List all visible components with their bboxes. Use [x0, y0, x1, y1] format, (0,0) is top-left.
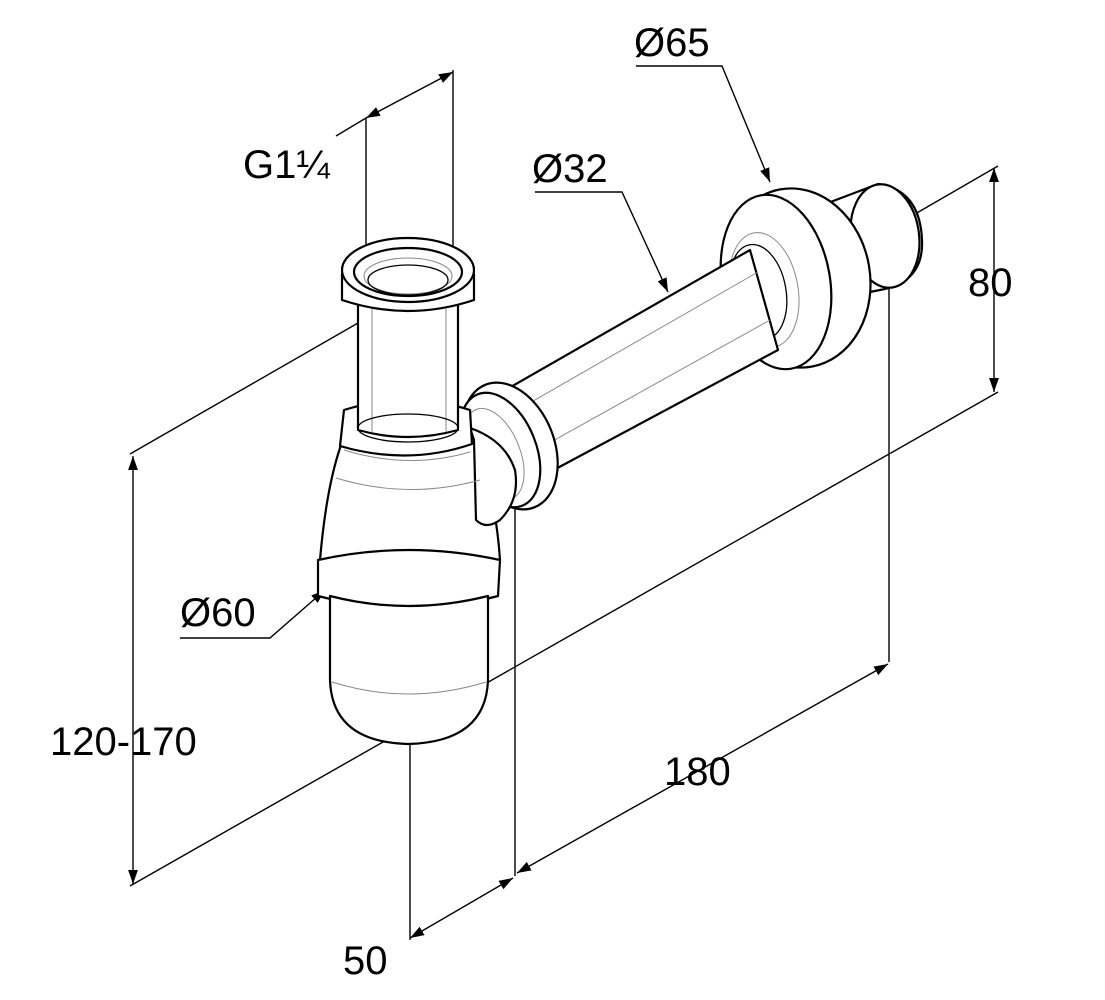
trap-body — [316, 398, 518, 746]
wall-height-label: 80 — [968, 261, 1013, 305]
inlet-thread-dimension-line — [365, 71, 454, 119]
inlet-tube — [356, 298, 460, 443]
rosette-diameter-label: Ø65 — [634, 21, 710, 65]
trap-diameter-label: Ø60 — [180, 591, 256, 635]
height-range-label: 120-170 — [50, 720, 197, 764]
pipe-diameter-leader — [535, 191, 669, 293]
rosette-diameter-leader — [636, 65, 771, 183]
pipe-diameter-label: Ø32 — [532, 147, 608, 191]
dimension-lines — [128, 65, 999, 939]
wall-distance-dimension-line — [516, 663, 889, 874]
inlet-nut — [340, 236, 476, 313]
trap-offset-dimension-line — [409, 877, 514, 939]
trap-offset-label: 50 — [343, 939, 388, 983]
trap-diameter-leader — [180, 589, 326, 639]
wall-distance-label: 180 — [664, 750, 731, 794]
inlet-thread-label: G1¼ — [243, 143, 330, 187]
